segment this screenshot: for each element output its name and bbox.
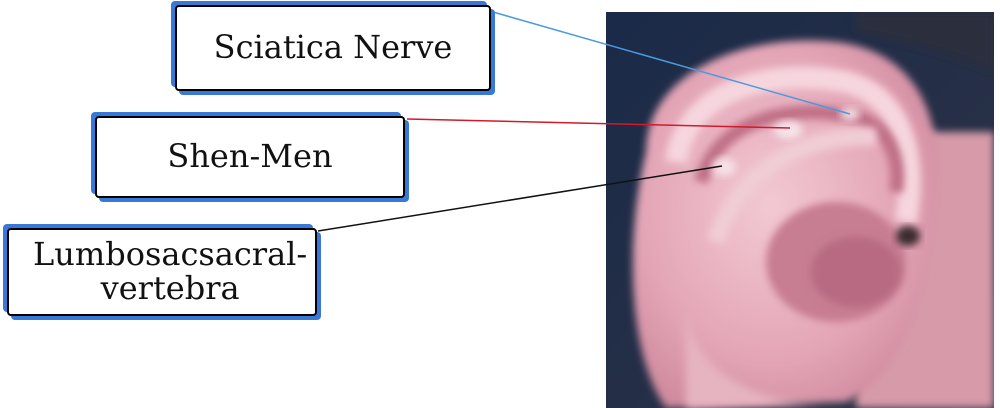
- label-sciatica-nerve-text: Sciatica Nerve: [213, 28, 453, 67]
- label-lumbosacral-line1: Lumbosacsacral-: [33, 235, 308, 274]
- label-shen-men: Shen-Men: [95, 116, 405, 198]
- label-lumbosacral-lines: Lumbosacsacral- vertebra: [33, 238, 307, 305]
- label-sciatica-nerve: Sciatica Nerve: [175, 5, 491, 91]
- ear-photo: [606, 12, 994, 408]
- label-lumbosacral-line2: vertebra: [100, 269, 240, 307]
- label-lumbosacral-vertebra: Lumbosacsacral- vertebra: [7, 228, 317, 316]
- label-shen-men-text: Shen-Men: [167, 137, 333, 176]
